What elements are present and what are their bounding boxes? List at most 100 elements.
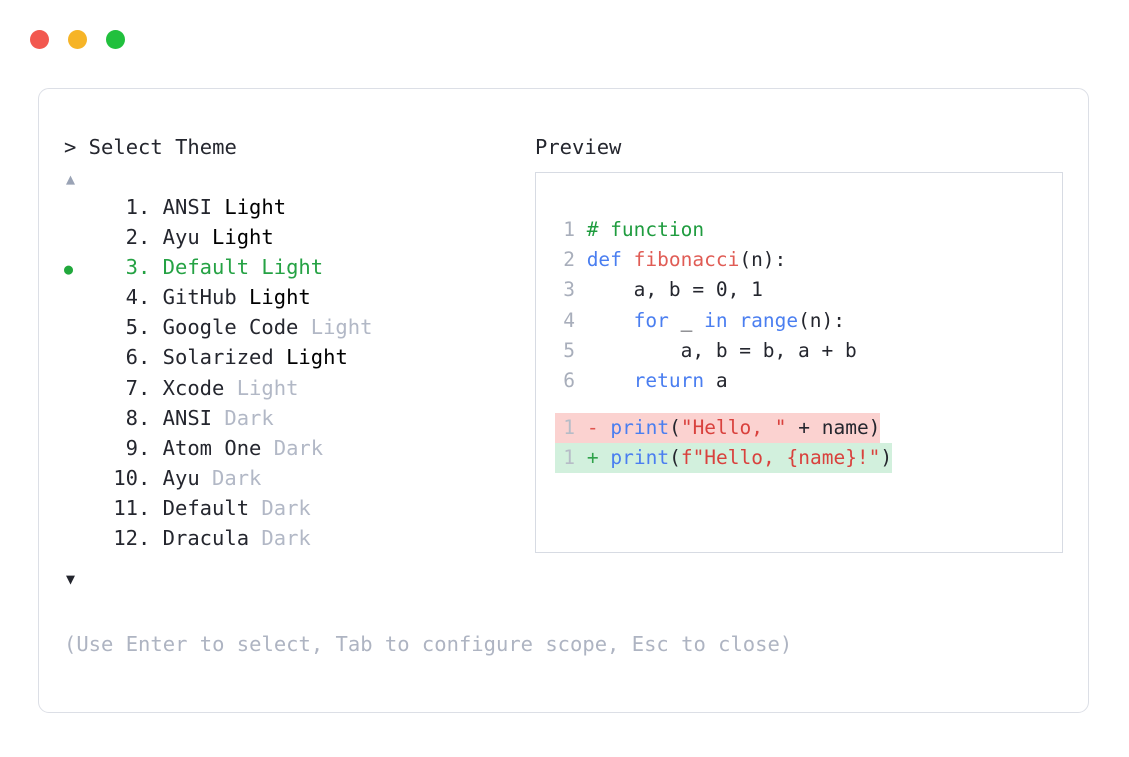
code-line: 6 return a	[555, 366, 857, 396]
theme-item-index: 11	[113, 495, 138, 520]
theme-item-separator: .	[138, 375, 151, 400]
diff-line-added: 1+print(f"Hello, {name}!")	[555, 443, 893, 474]
theme-item-name: ANSI	[162, 405, 213, 430]
code-line-text: for _ in range(n):	[575, 306, 845, 336]
line-number: 5	[563, 338, 575, 362]
theme-list-item[interactable]: ●8.ANSI Dark	[64, 403, 534, 433]
diff-line-text: print(f"Hello, {name}!")	[599, 443, 892, 473]
code-token-func: fibonacci	[633, 248, 740, 272]
theme-item-separator: .	[138, 195, 151, 219]
theme-item-separator: .	[138, 315, 151, 340]
theme-list-item[interactable]: ●12.Dracula Dark	[64, 523, 534, 553]
code-token-plain: a	[704, 368, 728, 392]
theme-list-item[interactable]: ●9.Atom One Dark	[64, 433, 534, 463]
code-token-builtin: print	[610, 446, 670, 470]
theme-list-pane: > Select Theme ▲ ●1.ANSI Light●2.Ayu Lig…	[64, 133, 534, 589]
code-line: 4 for _ in range(n):	[555, 306, 857, 336]
code-line-text: # function	[575, 215, 704, 245]
theme-item-variant: Dark	[261, 435, 324, 460]
theme-selector-card: > Select Theme ▲ ●1.ANSI Light●2.Ayu Lig…	[38, 88, 1089, 713]
theme-item-variant: Light	[212, 195, 287, 219]
code-token-plain: )	[880, 446, 893, 470]
theme-list-item[interactable]: ●5.Google Code Light	[64, 312, 534, 342]
code-token-comment: # function	[586, 218, 705, 241]
diff-sample: 1-print("Hello, " + name)1 +print(f"Hello…	[555, 413, 893, 474]
theme-item-name: Solarized	[162, 345, 274, 370]
diff-sign: +	[586, 446, 599, 470]
theme-list-item[interactable]: ●7.Xcode Light	[64, 373, 534, 403]
code-token-plain: a, b = b, a + b	[586, 338, 857, 362]
code-line: 5 a, b = b, a + b	[555, 336, 857, 366]
theme-item-name: Xcode	[162, 375, 225, 400]
code-line: 1 # function	[555, 215, 857, 245]
code-token-keyword: return	[633, 368, 705, 392]
code-token-keyword: for	[633, 308, 669, 332]
theme-item-variant: Light	[224, 375, 299, 400]
theme-item-index: 8	[125, 405, 138, 430]
code-token-plain	[587, 369, 634, 392]
window-traffic-lights	[30, 30, 125, 49]
theme-item-variant: Light	[199, 225, 274, 250]
theme-list-item[interactable]: ●2.Ayu Light	[64, 222, 534, 252]
scroll-down-arrow-icon[interactable]: ▼	[66, 570, 76, 589]
line-number: 3	[563, 278, 575, 302]
code-token-builtin: range	[739, 308, 799, 332]
theme-list-item[interactable]: ●4.GitHub Light	[64, 282, 534, 312]
keyboard-hint: (Use Enter to select, Tab to configure s…	[64, 632, 793, 656]
line-number: 4	[563, 308, 575, 332]
theme-item-index: 10	[113, 465, 138, 490]
theme-list-item[interactable]: ●10.Ayu Dark	[64, 463, 534, 493]
theme-item-variant: Light	[298, 315, 373, 340]
theme-list[interactable]: ●1.ANSI Light●2.Ayu Light●3.Default Ligh…	[64, 192, 534, 553]
line-number: 1	[563, 218, 575, 241]
theme-item-separator: .	[138, 255, 151, 280]
maximize-dot[interactable]	[106, 30, 125, 49]
theme-item-index: 7	[125, 375, 138, 400]
theme-item-name: Ayu	[162, 225, 200, 250]
select-theme-prompt: > Select Theme	[64, 135, 237, 159]
theme-item-variant: Dark	[199, 465, 262, 490]
theme-item-index: 6	[125, 345, 138, 370]
theme-item-variant: Dark	[249, 495, 311, 520]
code-token-string: "Hello, "	[680, 416, 787, 439]
theme-item-separator: .	[138, 285, 151, 310]
close-dot[interactable]	[30, 30, 49, 49]
theme-item-name: Ayu	[162, 465, 200, 490]
code-token-builtin: print	[610, 416, 670, 439]
theme-item-variant: Dark	[249, 526, 311, 551]
theme-item-index: 2	[125, 225, 138, 250]
code-token-plain: a, b =	[586, 278, 716, 302]
theme-item-variant: Dark	[212, 405, 274, 430]
code-token-plain: ,	[727, 278, 752, 302]
diff-line-removed: 1-print("Hello, " + name)	[555, 413, 881, 444]
theme-item-variant: Light	[236, 285, 311, 310]
diff-sign: -	[586, 416, 599, 439]
selected-bullet-icon: ●	[64, 260, 74, 279]
preview-heading: Preview	[535, 135, 622, 159]
theme-list-item[interactable]: ●6.Solarized Light	[64, 342, 534, 372]
code-line-text: a, b = 0, 1	[575, 275, 763, 305]
theme-item-name: Default	[162, 495, 250, 520]
theme-item-name: ANSI	[162, 195, 213, 219]
line-number: 6	[563, 368, 575, 392]
code-line: 3 a, b = 0, 1	[555, 275, 857, 305]
theme-item-name: Default	[162, 255, 250, 280]
theme-list-item[interactable]: ● 3. Default Light	[64, 252, 534, 282]
theme-list-item[interactable]: ●1.ANSI Light	[64, 192, 534, 222]
theme-item-index: 3	[125, 255, 138, 280]
theme-item-name: Dracula	[162, 526, 250, 551]
theme-item-separator: .	[138, 435, 151, 460]
theme-list-item[interactable]: ●11.Default Dark	[64, 493, 534, 523]
code-token-plain: + name)	[786, 416, 881, 439]
theme-item-separator: .	[138, 345, 151, 370]
theme-item-variant: Light	[249, 255, 324, 280]
theme-item-index: 1	[125, 195, 138, 219]
theme-item-index: 5	[125, 315, 138, 340]
code-token-plain	[587, 309, 634, 332]
minimize-dot[interactable]	[68, 30, 87, 49]
diff-line-number: 1	[563, 416, 575, 439]
scroll-up-arrow-icon[interactable]: ▲	[66, 170, 76, 188]
